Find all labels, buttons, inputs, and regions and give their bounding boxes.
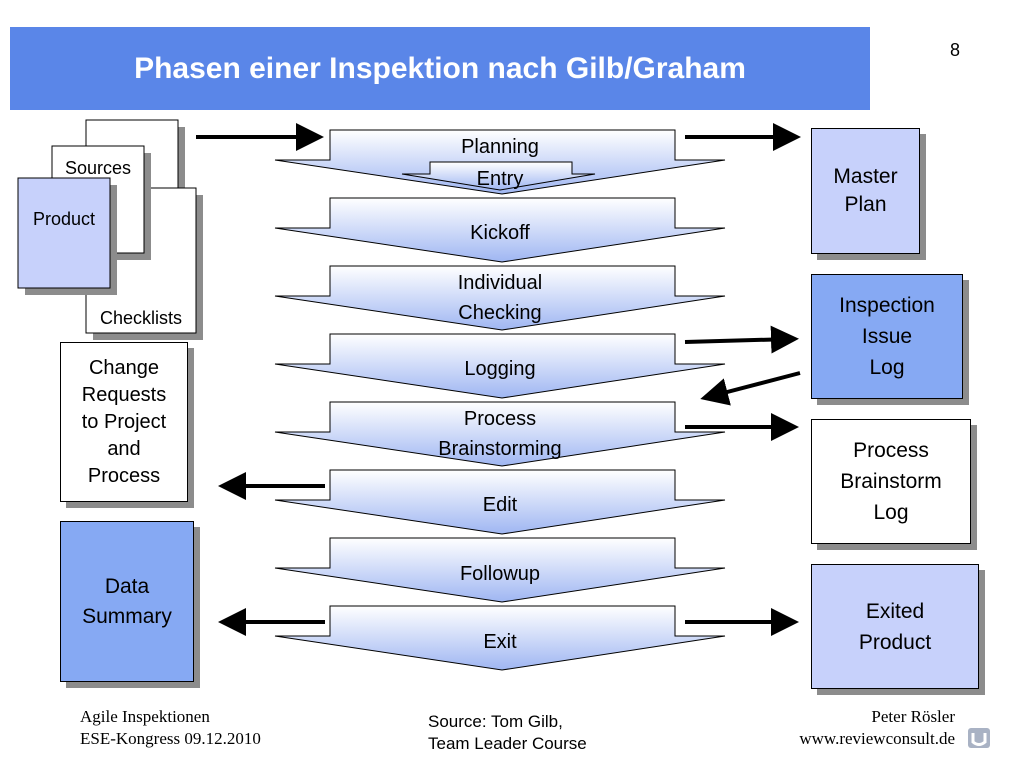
phase-individual-checking: Individual Checking (457, 272, 543, 324)
footer-left: Agile Inspektionen ESE-Kongress 09.12.20… (80, 707, 261, 748)
phase-shape-exit (274, 605, 726, 671)
phase-exit: Exit (483, 631, 517, 653)
data-summary-box: Data Summary (60, 521, 194, 682)
master-plan-box: Master Plan (811, 128, 920, 254)
title-bar: Phasen einer Inspektion nach Gilb/Graham (10, 27, 870, 110)
phase-process-brainstorming: Process Brainstorming (438, 408, 562, 460)
sources-label: Sources (64, 158, 132, 178)
phase-entry: Entry (476, 168, 524, 190)
phase-kickoff: Kickoff (470, 222, 530, 244)
arrow-issue-log-to-brainstorming (700, 371, 801, 406)
exited-product-box: Exited Product (811, 564, 979, 689)
phase-shape-kickoff (274, 197, 726, 263)
product-label: Product (32, 209, 96, 229)
phase-shape-process-brainstorming (274, 401, 726, 467)
change-requests-box: Change Requests to Project and Process (60, 342, 188, 502)
phase-shape-individual-checking (274, 265, 726, 331)
phase-planning: Planning (461, 136, 539, 158)
footer-right: Peter Rösler www.reviewconsult.de (799, 707, 955, 748)
phase-logging: Logging (464, 358, 536, 380)
logo-u-icon (971, 733, 987, 746)
phase-shape-entry (401, 161, 596, 191)
page-number: 8 (949, 40, 960, 60)
process-brainstorm-log-box: Process Brainstorm Log (811, 419, 971, 544)
phase-edit: Edit (482, 494, 518, 516)
checklists-label: Checklists (99, 308, 183, 328)
phase-shape-followup (274, 537, 726, 603)
slide-title: Phasen einer Inspektion nach Gilb/Graham (134, 51, 746, 85)
inspection-issue-log-box: Inspection Issue Log (811, 274, 963, 399)
phase-followup: Followup (459, 563, 541, 585)
product-doc (17, 177, 111, 289)
phase-shape-logging (274, 333, 726, 399)
phase-shape-edit (274, 469, 726, 535)
footer-center: Source: Tom Gilb, Team Leader Course (428, 712, 587, 753)
arrow-logging-to-issue-log (684, 325, 799, 354)
